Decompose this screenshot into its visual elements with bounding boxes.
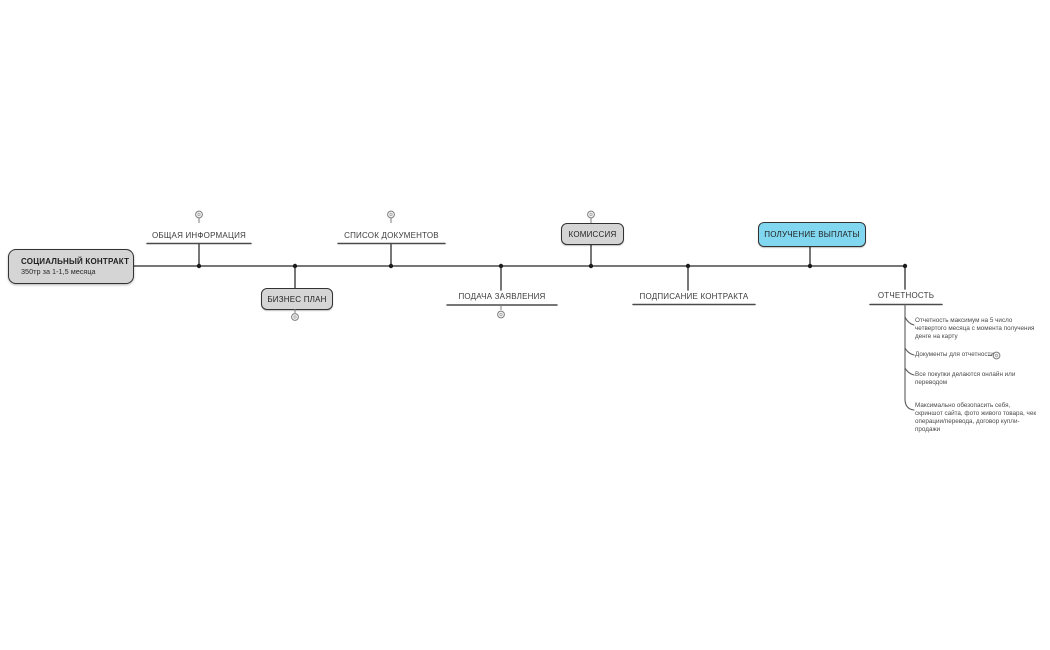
subtopic-reporting-safety[interactable]: Максимально обезопасить себя, скриншот с… bbox=[915, 402, 1037, 433]
root-topic-title: СОЦИАЛЬНЫЙ КОНТРАКТ bbox=[21, 257, 130, 266]
subtopic-reporting-purchases[interactable]: Все покупки делаются онлайн или переводо… bbox=[915, 371, 1016, 386]
collapsed-branch-icon[interactable] bbox=[988, 350, 1003, 362]
topic-application[interactable]: ПОДАЧА ЗАЯВЛЕНИЯ bbox=[458, 292, 546, 301]
topic-payment[interactable]: ПОЛУЧЕНИЕ ВЫПЛАТЫ bbox=[758, 222, 866, 247]
root-topic[interactable]: СОЦИАЛЬНЫЙ КОНТРАКТ 350тр за 1-1,5 месяц… bbox=[8, 249, 134, 284]
topic-commission[interactable]: КОМИССИЯ bbox=[561, 223, 624, 245]
topic-general-info[interactable]: ОБЩАЯ ИНФОРМАЦИЯ bbox=[151, 231, 247, 240]
topic-contract-signing[interactable]: ПОДПИСАНИЕ КОНТРАКТА bbox=[639, 292, 749, 301]
topic-documents-list[interactable]: СПИСОК ДОКУМЕНТОВ bbox=[344, 231, 439, 240]
collapsed-branch-icon[interactable] bbox=[289, 309, 301, 323]
collapsed-branch-icon[interactable] bbox=[193, 208, 205, 226]
collapsed-branch-icon[interactable] bbox=[385, 208, 397, 226]
collapsed-branch-icon[interactable] bbox=[585, 209, 597, 224]
subtopic-reporting-deadline[interactable]: Отчетность максимум на 5 число четвертог… bbox=[915, 317, 1035, 340]
collapsed-branch-icon[interactable] bbox=[495, 306, 507, 320]
root-topic-subtitle: 350тр за 1-1,5 месяца bbox=[21, 267, 96, 276]
topic-business-plan[interactable]: БИЗНЕС ПЛАН bbox=[261, 288, 333, 310]
subtopic-reporting-documents[interactable]: Документы для отчетности bbox=[915, 351, 994, 358]
topic-reporting[interactable]: ОТЧЕТНОСТЬ bbox=[877, 291, 935, 300]
